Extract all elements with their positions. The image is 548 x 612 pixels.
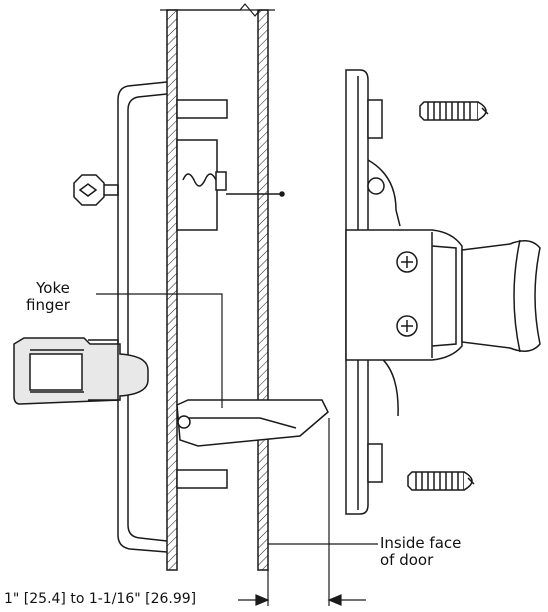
mounting-screw-heads xyxy=(397,252,417,336)
yoke-label-line2: finger xyxy=(26,296,70,315)
yoke-finger-label: Yoke finger xyxy=(26,279,70,315)
yoke-label-line1: Yoke xyxy=(36,279,70,297)
door-face-outside xyxy=(167,10,177,570)
thumb-turn-knob xyxy=(462,240,540,352)
yoke-leader-line xyxy=(96,294,222,408)
outside-lock-body xyxy=(118,82,227,552)
door-section xyxy=(160,4,275,570)
inside-knob-housing xyxy=(346,230,462,360)
screw-top-icon xyxy=(420,102,488,120)
inside-label-line1: Inside face xyxy=(380,534,462,552)
outside-lever-handle xyxy=(14,338,148,404)
door-face-inside xyxy=(258,10,268,570)
screw-bottom-icon xyxy=(408,472,474,490)
inside-face-label: Inside face of door xyxy=(380,534,462,570)
mechanism-housing xyxy=(177,140,284,230)
dimension-marker xyxy=(238,418,366,606)
key-icon xyxy=(74,175,118,205)
yoke-finger xyxy=(177,400,328,446)
door-thickness-dimension-label: 1" [25.4] to 1-1/16" [26.99] xyxy=(4,591,197,607)
inside-label-line2: of door xyxy=(380,551,434,570)
